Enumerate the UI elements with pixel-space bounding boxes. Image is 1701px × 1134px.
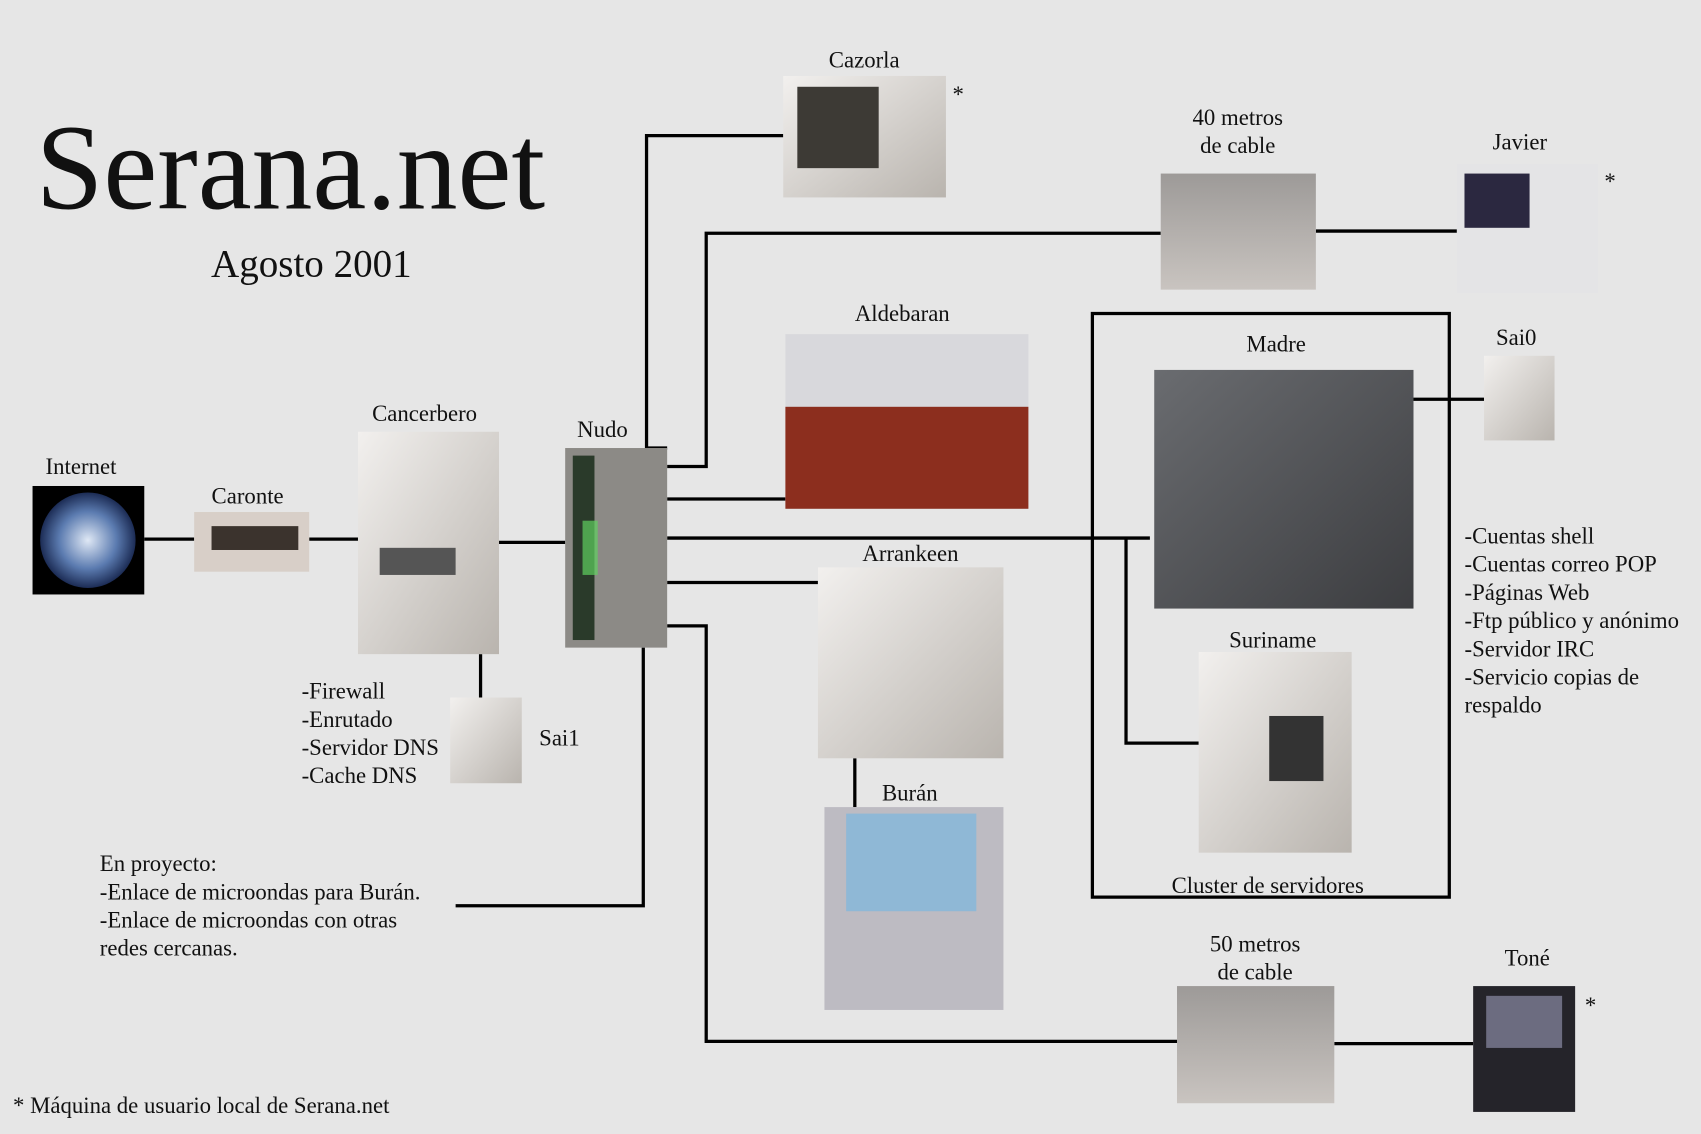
label-cable50: 50 metros de cable — [1210, 930, 1300, 986]
project-line: redes cercanas. — [99, 935, 238, 962]
project-notes: En proyecto: -Enlace de microondas para … — [100, 849, 421, 962]
project-line: En proyecto: — [99, 850, 217, 877]
connection-lines — [144, 133, 1485, 1046]
role-item: -Enrutado — [301, 706, 393, 733]
arrankeen-image — [817, 567, 1004, 759]
role-item: -Firewall — [301, 678, 386, 705]
local-marker-javier: * — [1604, 168, 1616, 195]
project-line: -Enlace de microondas con otras — [99, 906, 398, 933]
project-line: -Enlace de microondas para Burán. — [99, 878, 421, 905]
local-marker-tone: * — [1584, 992, 1597, 1019]
label-nudo: Nudo — [577, 416, 628, 443]
service-item: -Servicio copias de — [1464, 663, 1640, 690]
footnote: * Máquina de usuario local de Serana.net — [13, 1092, 390, 1119]
cluster-services: -Cuentas shell -Cuentas correo POP -Pági… — [1464, 522, 1679, 719]
label-cazorla: Cazorla — [828, 46, 900, 73]
local-marker-cazorla: * — [952, 81, 964, 108]
cancerbero-roles: -Firewall -Enrutado -Servidor DNS -Cache… — [302, 677, 439, 790]
label-javier: Javier — [1492, 129, 1548, 156]
label-line: de cable — [1217, 958, 1293, 985]
label-aldebaran: Aldebaran — [854, 300, 950, 327]
label-sai1: Sai1 — [539, 724, 580, 751]
label-cable40: 40 metros de cable — [1193, 103, 1283, 159]
label-madre: Madre — [1246, 330, 1306, 357]
label-line: 50 metros — [1209, 930, 1301, 957]
service-item: respaldo — [1464, 692, 1542, 719]
role-item: -Servidor DNS — [301, 734, 439, 761]
label-internet: Internet — [45, 453, 117, 480]
label-buran: Burán — [881, 779, 938, 807]
label-cluster: Cluster de servidores — [1171, 872, 1364, 899]
label-line: de cable — [1200, 132, 1276, 159]
label-tone: Toné — [1504, 944, 1550, 971]
sai1-image — [450, 697, 522, 784]
service-item: -Cuentas correo POP — [1464, 551, 1657, 578]
page-title: Serana.net — [35, 100, 546, 236]
label-cancerbero: Cancerbero — [372, 400, 478, 427]
cancerbero-image — [357, 431, 500, 655]
machine-photos — [32, 75, 1598, 1112]
cable50-image — [1177, 986, 1335, 1104]
label-line: 40 metros — [1192, 104, 1283, 131]
label-suriname: Suriname — [1229, 627, 1317, 654]
cable40-image — [1160, 173, 1316, 290]
role-item: -Cache DNS — [301, 762, 418, 789]
service-item: -Páginas Web — [1464, 579, 1590, 606]
label-sai0: Sai0 — [1495, 324, 1537, 351]
service-item: -Servidor IRC — [1464, 635, 1595, 662]
label-caronte: Caronte — [211, 482, 284, 509]
madre-image — [1154, 369, 1414, 609]
service-item: -Cuentas shell — [1464, 522, 1595, 549]
label-arrankeen: Arrankeen — [862, 540, 959, 567]
service-item: -Ftp público y anónimo — [1464, 607, 1679, 634]
sai0-image — [1484, 355, 1555, 441]
page-subtitle: Agosto 2001 — [210, 241, 412, 286]
